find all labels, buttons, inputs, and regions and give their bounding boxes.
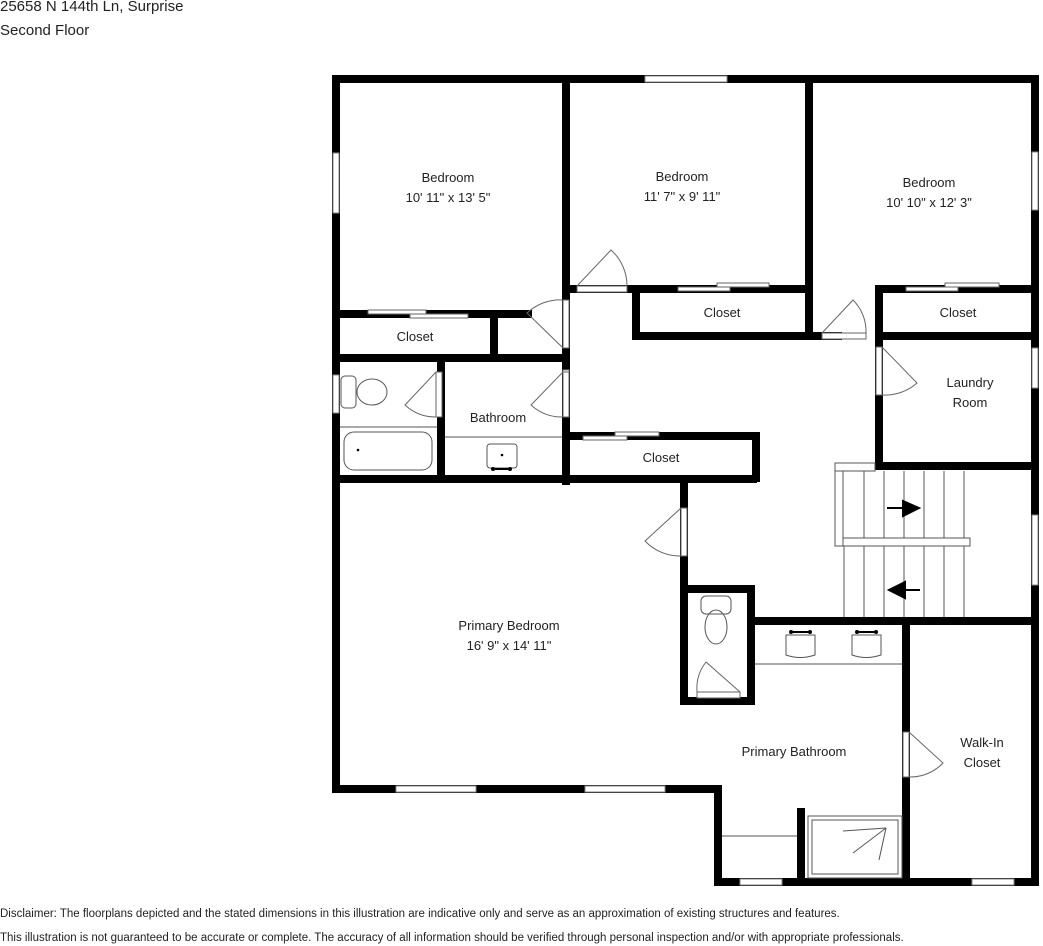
room-closet-bedroom-1: Closet — [396, 329, 434, 344]
room-name-line2: Closet — [963, 755, 1001, 770]
room-name: Bedroom — [902, 175, 956, 190]
room-walk-in-closet: Walk-In Closet — [960, 733, 1004, 773]
room-name: Primary Bedroom — [458, 618, 560, 633]
room-bedroom-2: Bedroom 11' 7" x 9' 11" — [644, 167, 721, 207]
room-primary-bathroom: Primary Bathroom — [741, 744, 847, 759]
room-name: Laundry — [946, 375, 994, 390]
room-bedroom-1: Bedroom 10' 11" x 13' 5" — [406, 168, 491, 208]
room-dimensions: 11' 7" x 9' 11" — [643, 189, 721, 204]
room-closet-hall: Closet — [642, 450, 680, 465]
toilet-bowl-icon — [356, 378, 388, 406]
doors — [404, 249, 944, 778]
toilet-icon — [340, 375, 357, 409]
floor-label: Second Floor — [0, 22, 90, 39]
disclaimer-line-1: Disclaimer: The floorplans depicted and … — [0, 908, 840, 920]
room-bedroom-3: Bedroom 10' 10" x 12' 3" — [886, 173, 972, 213]
room-closet-bedroom-2: Closet — [703, 305, 741, 320]
fixture-dots — [356, 448, 878, 634]
room-dimensions: 16' 9" x 14' 11" — [466, 638, 552, 653]
toilet-bowl-icon — [704, 609, 728, 645]
room-name: Bedroom — [655, 169, 709, 184]
stair-landing — [834, 462, 876, 472]
room-bathroom: Bathroom — [469, 410, 527, 425]
sink-icon — [851, 634, 882, 658]
room-dimensions: 10' 10" x 12' 3" — [886, 195, 972, 210]
shower-icon — [807, 815, 903, 879]
stair-arrows — [886, 499, 922, 600]
room-name: Walk-In — [960, 735, 1004, 750]
property-address: 25658 N 144th Ln, Surprise — [0, 0, 184, 15]
room-name-line2: Room — [952, 395, 988, 410]
arrow-left-icon — [886, 580, 906, 600]
bathtub-icon — [343, 431, 433, 471]
room-dimensions: 10' 11" x 13' 5" — [405, 190, 491, 205]
room-name: Bedroom — [421, 170, 475, 185]
sink-icon — [785, 634, 816, 658]
fixtures — [340, 375, 971, 879]
windows — [332, 75, 1039, 886]
toilet-icon — [700, 595, 732, 615]
disclaimer-line-2: This illustration is not guaranteed to b… — [0, 932, 904, 944]
arrow-right-icon — [902, 499, 922, 518]
room-primary-bedroom: Primary Bedroom 16' 9" x 14' 11" — [458, 616, 559, 656]
room-laundry: Laundry Room — [947, 373, 994, 413]
sliding-doors — [367, 282, 1000, 441]
room-closet-bedroom-3: Closet — [939, 305, 977, 320]
